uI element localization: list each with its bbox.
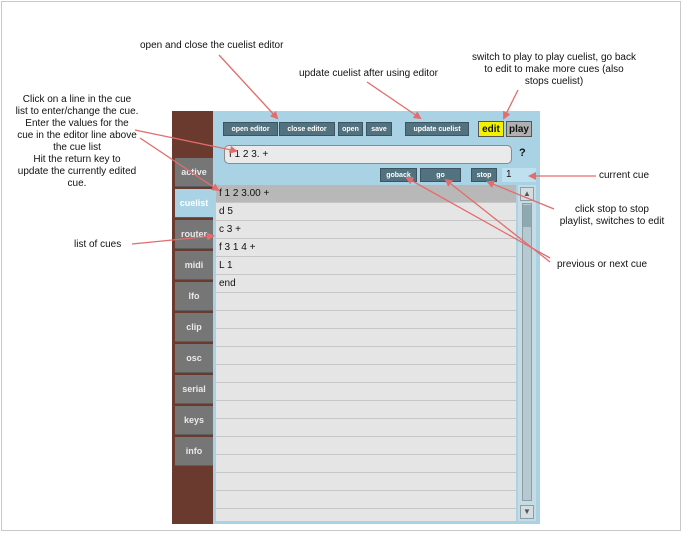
cue-row-empty[interactable] xyxy=(216,383,516,401)
tab-keys[interactable]: keys xyxy=(175,406,213,435)
update-cuelist-button[interactable]: update cuelist xyxy=(405,122,469,136)
annotation-play: switch to play to play cuelist, go back … xyxy=(456,52,652,88)
close-editor-button[interactable]: close editor xyxy=(279,122,335,136)
cue-row[interactable]: f 1 2 3.00 + xyxy=(216,185,516,203)
open-editor-button[interactable]: open editor xyxy=(223,122,278,136)
tab-clip[interactable]: clip xyxy=(175,313,213,342)
cue-row-empty[interactable] xyxy=(216,401,516,419)
cue-row-empty[interactable] xyxy=(216,293,516,311)
arrow-editor xyxy=(134,129,238,154)
annotation-open-close: open and close the cuelist editor xyxy=(140,40,284,51)
cue-list-scrollbar[interactable]: ▲ ▼ xyxy=(518,185,536,521)
arrow-open-close xyxy=(218,54,279,120)
annotation-click-text: update the currently edited xyxy=(17,166,137,177)
current-cue-number: 1 xyxy=(502,168,536,182)
annotation-play-line: switch to play to play cuelist, go back xyxy=(472,52,636,63)
save-button[interactable]: save xyxy=(366,122,392,136)
annotation-prev-next: previous or next cue xyxy=(557,259,648,270)
cue-row-empty[interactable] xyxy=(216,329,516,347)
annotation-click-text: Click on a line in the cue xyxy=(22,94,132,105)
cue-row[interactable]: end xyxy=(216,275,516,293)
scroll-down-arrow-icon[interactable]: ▼ xyxy=(520,505,534,519)
annotation-list-of-cues: list of cues xyxy=(74,239,122,250)
cue-row-empty[interactable] xyxy=(216,311,516,329)
scroll-thumb[interactable] xyxy=(523,205,531,227)
arrow-first-cue xyxy=(139,137,220,192)
annotation-click-text: cue. xyxy=(67,178,87,189)
arrow-play xyxy=(503,89,519,120)
annotation-play-line: to edit to make more cues (also xyxy=(484,64,624,75)
annotation-click-text: Enter the values for the xyxy=(25,118,129,129)
annotation-click-text: list to enter/change the cue. xyxy=(15,106,139,117)
annotation-click-text: the cue list xyxy=(53,142,101,153)
play-toggle[interactable]: play xyxy=(506,121,532,137)
annotation-stop: click stop to stop playlist, switches to… xyxy=(556,204,668,228)
cue-row-empty[interactable] xyxy=(216,455,516,473)
cue-row[interactable]: L 1 xyxy=(216,257,516,275)
stop-button[interactable]: stop xyxy=(471,168,497,182)
cue-editor-input[interactable]: f 1 2 3. + xyxy=(224,145,512,164)
cue-row-empty[interactable] xyxy=(216,365,516,383)
scroll-up-arrow-icon[interactable]: ▲ xyxy=(520,187,534,201)
annotation-click-line: Click on a line in the cue list to enter… xyxy=(2,94,152,190)
tab-info[interactable]: info xyxy=(175,437,213,466)
annotation-stop-line: click stop to stop xyxy=(575,204,649,215)
arrow-list-of-cues xyxy=(131,232,215,245)
arrow-go xyxy=(444,178,551,263)
go-button[interactable]: go xyxy=(420,168,461,182)
edit-toggle[interactable]: edit xyxy=(478,121,504,137)
cue-row[interactable]: f 3 1 4 + xyxy=(216,239,516,257)
annotation-update: update cuelist after using editor xyxy=(299,68,438,79)
scroll-track[interactable] xyxy=(522,203,532,501)
arrow-stop xyxy=(486,180,555,210)
arrow-goback xyxy=(405,177,551,259)
tab-lfo[interactable]: lfo xyxy=(175,282,213,311)
annotation-click-text: Hit the return key to xyxy=(33,154,121,165)
tab-osc[interactable]: osc xyxy=(175,344,213,373)
cue-row-empty[interactable] xyxy=(216,347,516,365)
cue-row-empty[interactable] xyxy=(216,437,516,455)
annotation-click-text: cue in the editor line above xyxy=(17,130,137,141)
tab-cuelist[interactable]: cuelist xyxy=(175,189,213,218)
annotation-current-cue: current cue xyxy=(599,170,650,181)
tab-serial[interactable]: serial xyxy=(175,375,213,404)
annotation-stop-line: playlist, switches to edit xyxy=(559,216,665,227)
tab-midi[interactable]: midi xyxy=(175,251,213,280)
help-button[interactable]: ? xyxy=(519,147,526,159)
cue-row[interactable]: d 5 xyxy=(216,203,516,221)
open-button[interactable]: open xyxy=(338,122,363,136)
arrow-update xyxy=(366,81,422,120)
cue-row[interactable]: c 3 + xyxy=(216,221,516,239)
annotation-play-line: stops cuelist) xyxy=(524,76,584,87)
cue-row-empty[interactable] xyxy=(216,491,516,509)
cue-list[interactable]: f 1 2 3.00 + d 5 c 3 + f 3 1 4 + L 1 end xyxy=(216,185,516,521)
cue-row-empty[interactable] xyxy=(216,419,516,437)
cue-row-empty[interactable] xyxy=(216,473,516,491)
